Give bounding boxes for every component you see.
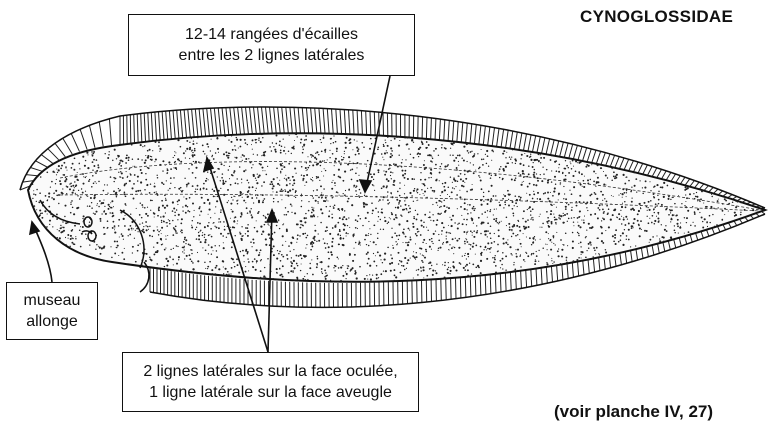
plate-reference: (voir planche IV, 27) [554,402,713,422]
scale-rows-callout: 12-14 rangées d'écailles entre les 2 lig… [128,14,415,76]
scale-rows-line-1: 12-14 rangées d'écailles [129,24,414,45]
scale-rows-line-2: entre les 2 lignes latérales [129,45,414,66]
lateral-lines-line-2: 1 ligne latérale sur la face aveugle [123,382,418,403]
snout-callout: museau allonge [6,282,98,340]
family-title: CYNOGLOSSIDAE [580,7,733,27]
fish-body [28,133,765,281]
lateral-lines-callout: 2 lignes latérales sur la face oculée, 1… [122,352,419,412]
snout-line-1: museau [7,290,97,311]
snout-line-2: allonge [7,311,97,332]
lateral-lines-line-1: 2 lignes latérales sur la face oculée, [123,361,418,382]
